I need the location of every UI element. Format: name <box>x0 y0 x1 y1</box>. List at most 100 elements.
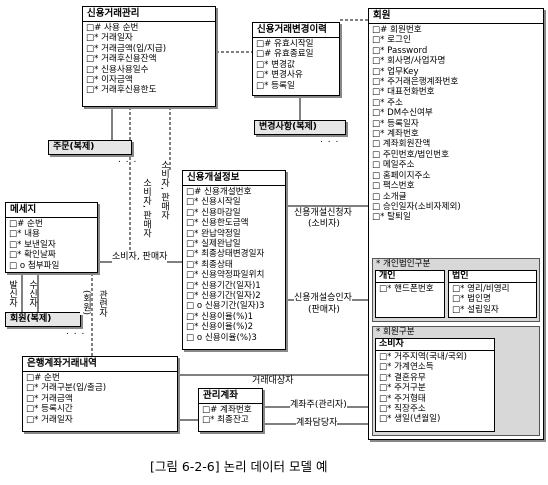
rel-label-account-owner: 계좌주(관리자) <box>290 400 347 411</box>
attribute: □* 신용약정파일위치 <box>186 270 265 281</box>
ref-label: 회원(복제) <box>10 314 52 324</box>
attribute: □* 신용기간(일자)2 <box>186 291 261 302</box>
entity-title: 신용개설정보 <box>187 172 240 183</box>
entity-managed-account: 관리계좌 □# 계좌번호 □* 최종잔고 <box>198 388 263 432</box>
attribute: □* 거래일자 <box>26 414 73 425</box>
rel-label-account-manager: 계좌담당자 <box>296 418 338 429</box>
rel-label-credit-approver-role: (판매자) <box>308 305 340 316</box>
attribute: □* 주거형태 <box>379 393 426 404</box>
attribute: □* 신용마감일 <box>186 207 241 218</box>
attribute: □* 변경사유 <box>256 70 303 81</box>
attribute: □* 생일(년월일) <box>379 414 441 425</box>
rel-label-consumer-seller-1: 소비자, 판매자 <box>140 178 151 238</box>
attribute: □* 설립일자 <box>452 304 499 315</box>
rel-label-consumer-seller-msg: 소비자, 판매자 <box>112 252 168 263</box>
entity-message: 메세지 □# 순번 □* 내용 □* 보낸일자 □* 확인날짜 □ o 첨부파일 <box>5 202 98 273</box>
attribute-list: □# 순번 □* 거래구분(입/출금) □* 거래금액 □* 등록시간 □* 거… <box>23 371 177 426</box>
attribute: □* 최종잔고 <box>202 415 249 426</box>
attribute: □# 계좌번호 <box>202 405 252 415</box>
attribute: □* 거래금액 <box>26 393 73 404</box>
attribute: □* 변경값 <box>256 59 295 70</box>
attribute: □# 순번 <box>9 219 43 229</box>
attribute: □* 거래후신용한도 <box>86 85 157 96</box>
subtype-individual: 개인 □* 핸드폰번호 <box>375 270 445 318</box>
entity-title: 은행계좌거래내역 <box>27 358 97 369</box>
attribute-list: □# 회원번호 □* 로그인 □* Password □* 회사명/사업자명 □… <box>369 23 543 224</box>
attribute: □* 실제완납일 <box>186 239 241 250</box>
attribute: □ 계좌회원잔액 <box>372 139 431 150</box>
rel-label-receiver: 수신자 <box>26 280 37 307</box>
rel-label-credit-approver: 신용개설승인자 <box>294 293 352 304</box>
ref-order-copy: 주문(복제) <box>48 140 132 155</box>
attribute: □* 주소 <box>372 97 403 108</box>
attribute-list: □* 핸드폰번호 <box>376 282 444 295</box>
attribute: □* 핸드폰번호 <box>379 284 434 294</box>
attribute: □* 가계연소득 <box>379 362 434 373</box>
attribute: □* 신용이율(%)1 <box>186 311 254 322</box>
figure-caption: [그림 6-2-6] 논리 데이터 모델 예 <box>150 459 328 474</box>
attribute: □* 확인날짜 <box>9 250 56 261</box>
entity-title: 개인 <box>379 271 396 281</box>
attribute: □# 유효종료일 <box>256 49 314 60</box>
attribute: □* 계좌번호 <box>372 129 419 140</box>
attribute: □* 신용시작일 <box>186 197 241 208</box>
ref-change-copy: 변경사항(복제) <box>254 120 346 135</box>
attribute: □* 탈퇴일 <box>372 212 411 223</box>
attribute: □* 직장주소 <box>379 404 426 415</box>
attribute: □ o 첨부파일 <box>9 260 60 271</box>
attribute: □* 보낸일자 <box>9 239 56 250</box>
entity-title: 신용거래변경이력 <box>257 24 327 35</box>
ellipsis: . . . <box>320 135 340 145</box>
attribute-list: □# 유효시작일 □# 유효종료일 □* 변경값 □* 변경사유 □* 등록일 <box>253 37 339 92</box>
attribute: □* 로그인 <box>372 35 411 46</box>
entity-title: 법인 <box>452 271 469 281</box>
attribute: □ 홈페이지주소 <box>372 170 431 181</box>
attribute: □* 완납약정일 <box>186 228 241 239</box>
rel-label-sender: 발신자 <box>6 280 17 307</box>
attribute: □* 거래구분(입/출금) <box>26 383 107 394</box>
attribute: □* 회사명/사업자명 <box>372 56 446 67</box>
entity-credit-change-history: 신용거래변경이력 □# 유효시작일 □# 유효종료일 □* 변경값 □* 변경사… <box>252 22 340 96</box>
attribute: □ 팩스번호 <box>372 181 415 192</box>
attribute: □# 회원번호 <box>372 25 422 35</box>
attribute: □* 대표전화번호 <box>372 87 435 98</box>
attribute: □* 주거구분 <box>379 383 426 394</box>
attribute: □* 업무Key <box>372 66 419 77</box>
entity-title: 회원 <box>373 10 391 21</box>
attribute: □* DM수신여부 <box>372 108 433 119</box>
attribute: □* Password <box>372 45 428 56</box>
attribute-list: □# 사용 순번 □* 거래일자 □* 거래금액(입/지급) □* 거래후신용잔… <box>83 21 215 97</box>
attribute: □* 거래후신용잔액 <box>86 54 157 65</box>
entity-title: 메세지 <box>10 204 37 215</box>
rel-label-tx-party: 거래대상자 <box>252 376 294 387</box>
attribute: □# 사용 순번 <box>86 23 139 33</box>
entity-title: 관리계좌 <box>203 390 238 401</box>
subtype-consumer: 소비자 □* 거주지역(국내/국외) □* 가계연소득 □* 결혼유무 □* 주… <box>375 338 495 432</box>
attribute: □* 신용사용일수 <box>86 64 149 75</box>
attribute: □# 유효시작일 <box>256 39 314 49</box>
ellipsis: . . . <box>118 155 138 165</box>
rel-label-consumer-seller-2: 소비자, 판매자 <box>158 160 169 220</box>
attribute: □* 신용기간(일자)1 <box>186 280 261 291</box>
attribute-list: □# 신용개설번호 □* 신용시작일 □* 신용마감일 □* 신용한도금액 □*… <box>183 185 285 344</box>
attribute: □* 거래일자 <box>86 33 133 44</box>
attribute: □ 소개글 <box>372 191 407 202</box>
ref-member-copy: 회원(복제) <box>5 312 81 327</box>
attribute: □* 신용한도금액 <box>186 218 249 229</box>
attribute-list: □# 순번 □* 내용 □* 보낸일자 □* 확인날짜 □ o 첨부파일 <box>6 217 97 272</box>
group-label: * 개인법인구분 <box>376 259 431 269</box>
attribute: □* 신용이율(%)2 <box>186 322 254 333</box>
ref-label: 변경사항(복제) <box>259 122 317 132</box>
attribute: □* 이자금액 <box>86 75 133 86</box>
attribute: □* 최종상태 <box>186 259 233 270</box>
attribute-list: □* 거주지역(국내/국외) □* 가계연소득 □* 결혼유무 □* 주거구분 … <box>376 350 494 426</box>
attribute: □ o 신용기간(일자)3 <box>186 301 265 312</box>
entity-title: 소비자 <box>379 339 404 349</box>
attribute: □# 신용개설번호 <box>186 187 252 197</box>
attribute-list: □* 영리/비영리 □* 법인명 □* 설립일자 <box>449 282 536 316</box>
group-label: * 회원구분 <box>376 327 415 337</box>
attribute: □* 거래금액(입/지급) <box>86 43 167 54</box>
rel-label-credit-applicant-role: (소비자) <box>308 219 340 230</box>
attribute: □* 등록일 <box>256 80 295 91</box>
attribute: □# 순번 <box>26 373 60 383</box>
